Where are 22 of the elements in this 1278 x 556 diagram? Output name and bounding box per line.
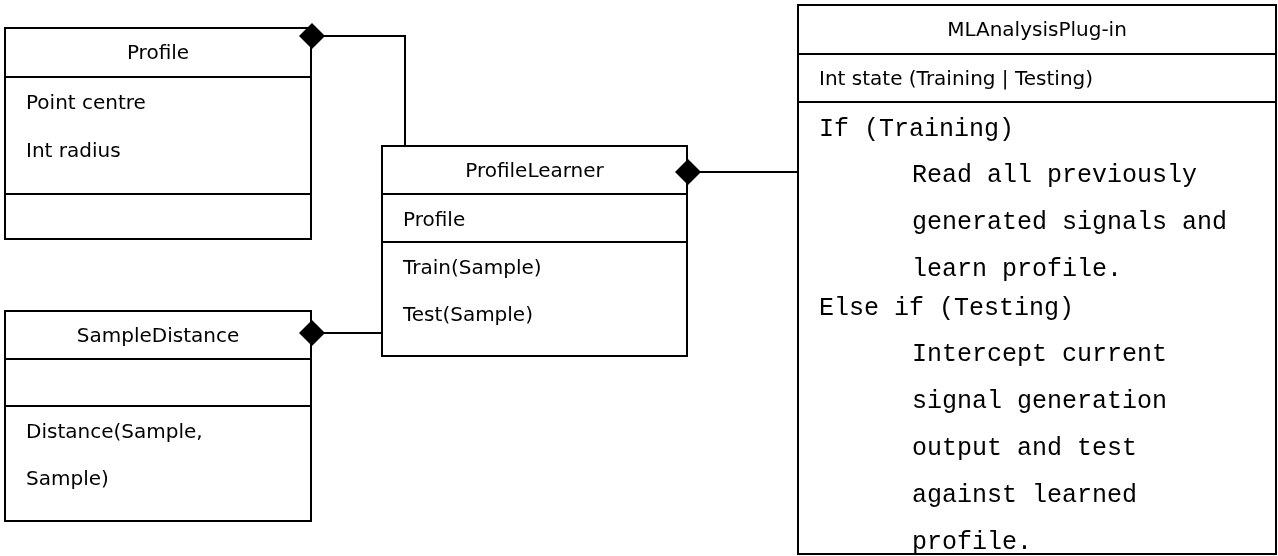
class-name: Profile — [125, 39, 191, 66]
class-box — [4, 27, 312, 240]
composition-connector — [299, 23, 406, 146]
class-name: MLAnalysisPlug-in — [946, 16, 1128, 43]
class-name: SampleDistance — [75, 322, 241, 349]
method-text: Distance(Sample, Sample) — [26, 418, 204, 492]
composition-connector — [299, 320, 382, 346]
class-box — [4, 310, 312, 522]
code-text: Intercept current signal generation output and test against learned profile. — [912, 339, 1169, 556]
class-box — [381, 145, 688, 357]
attribute-text: Int radius — [26, 137, 122, 164]
code-text: If (Training) — [819, 114, 1016, 146]
code-text: Else if (Testing) — [819, 293, 1076, 325]
method-text: Test(Sample) — [403, 301, 534, 328]
method-text: Train(Sample) — [403, 254, 543, 281]
composition-connector — [675, 159, 798, 185]
code-text: Read all previously generated signals and learn profile. — [912, 160, 1229, 286]
class-box — [797, 4, 1277, 555]
attribute-text: Int state (Training | Testing) — [819, 65, 1095, 92]
class-name: ProfileLearner — [464, 157, 605, 184]
attribute-text: Profile — [403, 206, 467, 233]
attribute-text: Point centre — [26, 89, 147, 116]
